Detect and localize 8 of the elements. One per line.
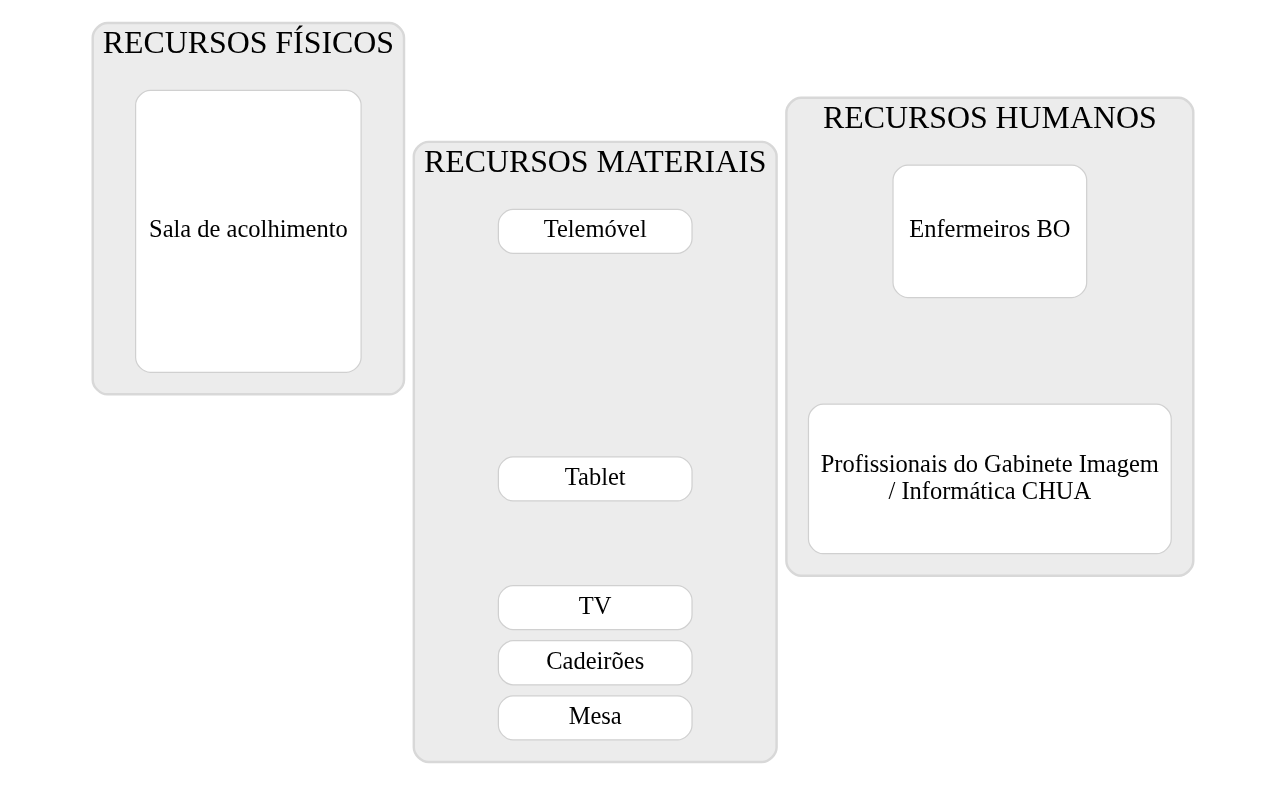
node-box: Profissionais do Gabinete Imagem / Informática CHUA (807, 403, 1172, 555)
node-box: Cadeirões (497, 640, 693, 686)
node-box: Mesa (497, 695, 693, 741)
node-box: Tablet (497, 456, 693, 502)
node-box: TV (497, 584, 693, 631)
node-box: Enfermeiros BO (891, 164, 1087, 299)
node-box: Sala de acolhimento (134, 89, 362, 373)
node-box: Telemóvel (497, 208, 693, 254)
